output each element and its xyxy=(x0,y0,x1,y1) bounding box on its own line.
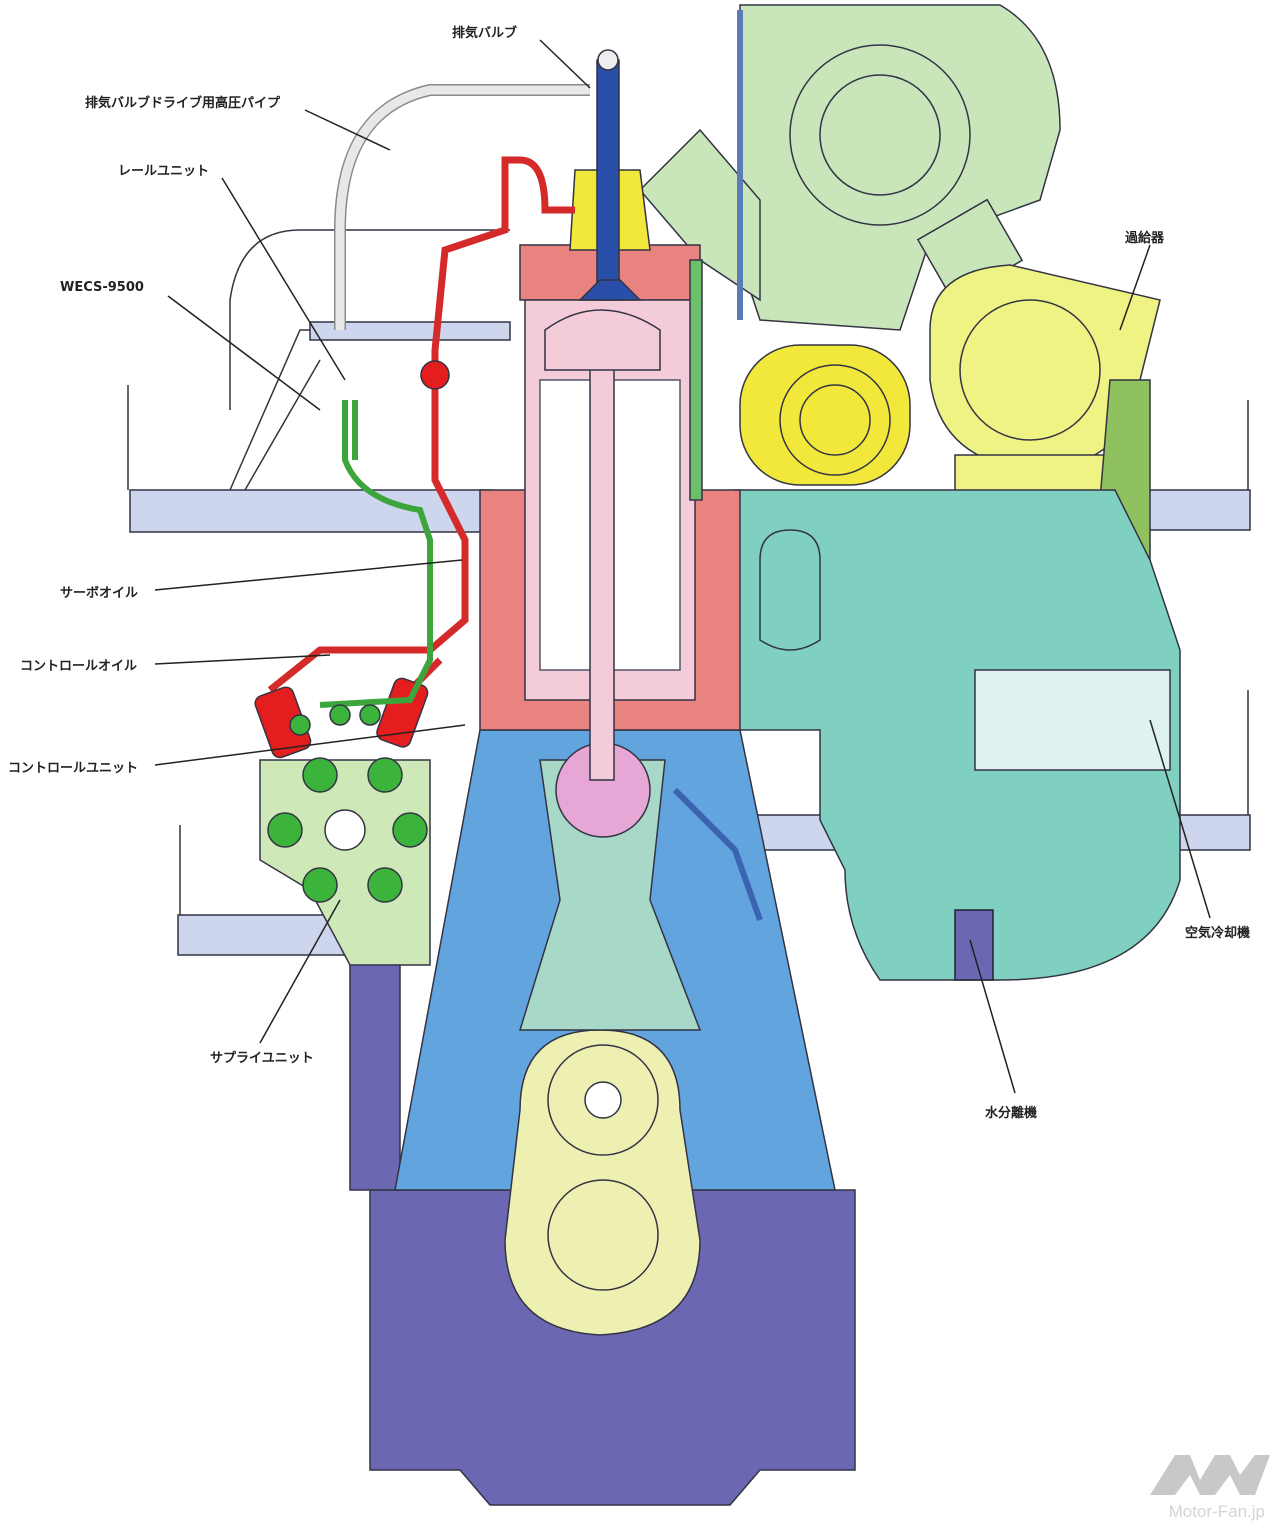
watermark-text: Motor-Fan.jp xyxy=(1168,1502,1265,1521)
platform-left xyxy=(127,229,511,956)
control-oil-pipe xyxy=(319,400,433,708)
piston-rod xyxy=(589,319,615,781)
label-supply-unit: サプライユニット xyxy=(210,1051,314,1066)
leader-lines xyxy=(154,39,1211,1094)
label-water-separator: 水分離機 xyxy=(985,1106,1038,1121)
supply-unit xyxy=(259,704,431,966)
label-control-oil: コントロールオイル xyxy=(20,659,138,674)
auxiliary-blower xyxy=(739,344,911,486)
motor-fan-logo xyxy=(1150,1455,1270,1495)
watermark: Motor-Fan.jp xyxy=(1169,1502,1265,1522)
label-rail-unit: レールユニット xyxy=(118,164,210,179)
turbocharger xyxy=(638,4,1161,652)
bedplate-side xyxy=(349,959,401,1191)
label-hp-pipe: 排気バルブドライブ用高圧パイプ xyxy=(85,96,281,111)
bedplate xyxy=(369,1189,856,1506)
label-wecs: WECS-9500 xyxy=(60,280,144,295)
scavenge-air-receiver xyxy=(734,489,1181,981)
label-control-unit: コントロールユニット xyxy=(8,761,139,776)
label-servo-oil: サーボオイル xyxy=(60,586,139,601)
label-air-cooler: 空気冷却機 xyxy=(1185,926,1251,941)
air-cooler xyxy=(974,669,1171,771)
label-turbocharger: 過給器 xyxy=(1125,231,1165,246)
label-exhaust-valve: 排気バルブ xyxy=(452,26,518,41)
exhaust-valve xyxy=(569,49,651,301)
crank-assembly xyxy=(504,742,702,1336)
